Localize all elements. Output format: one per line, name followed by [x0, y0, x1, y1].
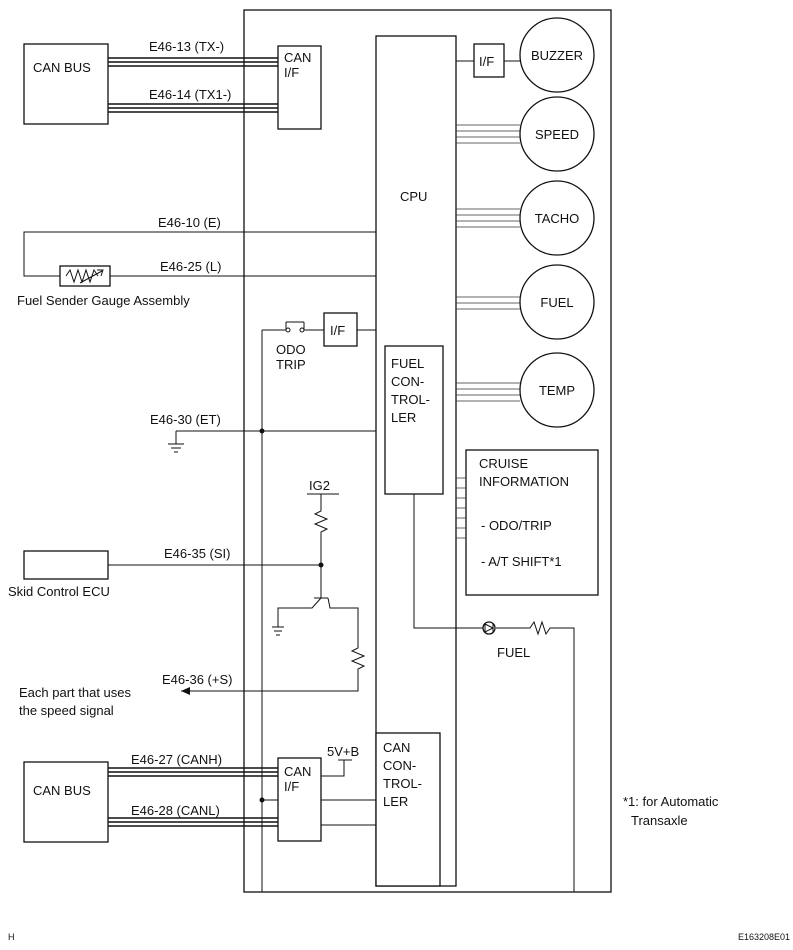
wires-temp [456, 382, 520, 402]
speed-note-line-1: Each part that uses [19, 685, 132, 700]
can-controller-label-1: CAN [383, 740, 410, 755]
gauge-buzzer [519, 17, 595, 93]
label-e46-30: E46-30 (ET) [150, 412, 221, 427]
wires-tacho [456, 208, 520, 228]
can-controller-label-2: CON- [383, 758, 416, 773]
fuel-sender-label: Fuel Sender Gauge Assembly [17, 293, 190, 308]
gauge-tacho-label: TACHO [535, 211, 580, 226]
can-bus-top-box [23, 43, 109, 125]
odo-trip-switch-icon [285, 321, 305, 329]
can-if-top-block [277, 45, 322, 130]
label-e46-25: E46-25 (L) [160, 259, 221, 274]
transistor-output-circuit [181, 597, 366, 692]
corner-left-label: H [8, 932, 15, 942]
fuel-sender-variable-resistor-icon [65, 268, 104, 284]
odo-if-label: I/F [330, 323, 345, 338]
wire-e46-10-e46-25 [23, 231, 376, 277]
label-e46-35: E46-35 (SI) [164, 546, 230, 561]
wires-speed [456, 124, 520, 144]
skid-ecu-label: Skid Control ECU [8, 584, 110, 599]
buzzer-if-block [473, 43, 505, 78]
figure-id-label: E163208E01 [738, 932, 790, 942]
label-e46-14: E46-14 (TX1-) [149, 87, 231, 102]
speed-signal-arrow-icon [181, 687, 190, 695]
wire-5vb [321, 759, 352, 777]
junction-e46-30 [259, 428, 265, 434]
speed-note-line-2: the speed signal [19, 703, 114, 718]
ig2-label: IG2 [309, 478, 330, 493]
footnote-line-1: *1: for Automatic [623, 794, 719, 809]
can-if-top-label-1: CAN [284, 50, 311, 65]
gauge-speed-label: SPEED [535, 127, 579, 142]
bus-e46-14 [108, 103, 278, 113]
can-controller-label-3: TROL- [383, 776, 422, 791]
cruise-title-1: CRUISE [479, 456, 528, 471]
can-if-top-label-2: I/F [284, 65, 299, 80]
bus-e46-28 [108, 817, 278, 827]
wires-cruise [456, 477, 466, 539]
label-e46-10: E46-10 (E) [158, 215, 221, 230]
fuel-controller-label-2: CON- [391, 374, 424, 389]
gauge-speed [519, 96, 595, 172]
gauge-fuel [519, 264, 595, 340]
gauge-temp [519, 352, 595, 428]
ig2-pullup-resistor [307, 493, 339, 598]
wire-fuel-lamp [413, 494, 575, 892]
bus-e46-13 [108, 57, 278, 67]
label-e46-36: E46-36 (+S) [162, 672, 232, 687]
switch-contact-1 [285, 327, 291, 333]
can-controller-label-4: LER [383, 794, 408, 809]
gauge-buzzer-label: BUZZER [531, 48, 583, 63]
gauge-temp-label: TEMP [539, 383, 575, 398]
odo-trip-label-2: TRIP [276, 357, 306, 372]
can-bus-top-label: CAN BUS [33, 60, 91, 75]
can-if-bottom-label-2: I/F [284, 779, 299, 794]
bus-e46-27 [108, 767, 278, 777]
fuel-controller-label-3: TROL- [391, 392, 430, 407]
wires-fuel [456, 296, 520, 310]
supply-label: 5V+B [327, 744, 359, 759]
wire-e46-30-ground [168, 430, 376, 453]
cpu-label: CPU [400, 189, 427, 204]
fuel-lamp-label: FUEL [497, 645, 530, 660]
cruise-item-odo-trip: - ODO/TRIP [481, 518, 552, 533]
fuel-controller-label-4: LER [391, 410, 416, 425]
switch-contact-2 [299, 327, 305, 333]
can-controller-block [375, 732, 441, 887]
fuel-controller-label-1: FUEL [391, 356, 424, 371]
gauge-tacho [519, 180, 595, 256]
wires-can-controller [321, 799, 376, 826]
junction-e46-35 [318, 562, 324, 568]
footnote-line-2: Transaxle [631, 813, 688, 828]
can-bus-bottom-box [23, 761, 109, 843]
cruise-title-2: INFORMATION [479, 474, 569, 489]
can-bus-bottom-label: CAN BUS [33, 783, 91, 798]
can-if-bottom-label-1: CAN [284, 764, 311, 779]
wire-odo-trip [261, 329, 376, 892]
cruise-item-at-shift: - A/T SHIFT*1 [481, 554, 562, 569]
skid-control-ecu-box [23, 550, 109, 580]
buzzer-if-label: I/F [479, 54, 494, 69]
label-e46-13: E46-13 (TX-) [149, 39, 224, 54]
fuel-sender-box [59, 265, 111, 287]
gauge-fuel-label: FUEL [540, 295, 573, 310]
label-e46-28: E46-28 (CANL) [131, 803, 220, 818]
led-diode-symbol [484, 623, 495, 633]
label-e46-27: E46-27 (CANH) [131, 752, 222, 767]
odo-trip-label-1: ODO [276, 342, 306, 357]
cruise-information-box [465, 449, 599, 596]
